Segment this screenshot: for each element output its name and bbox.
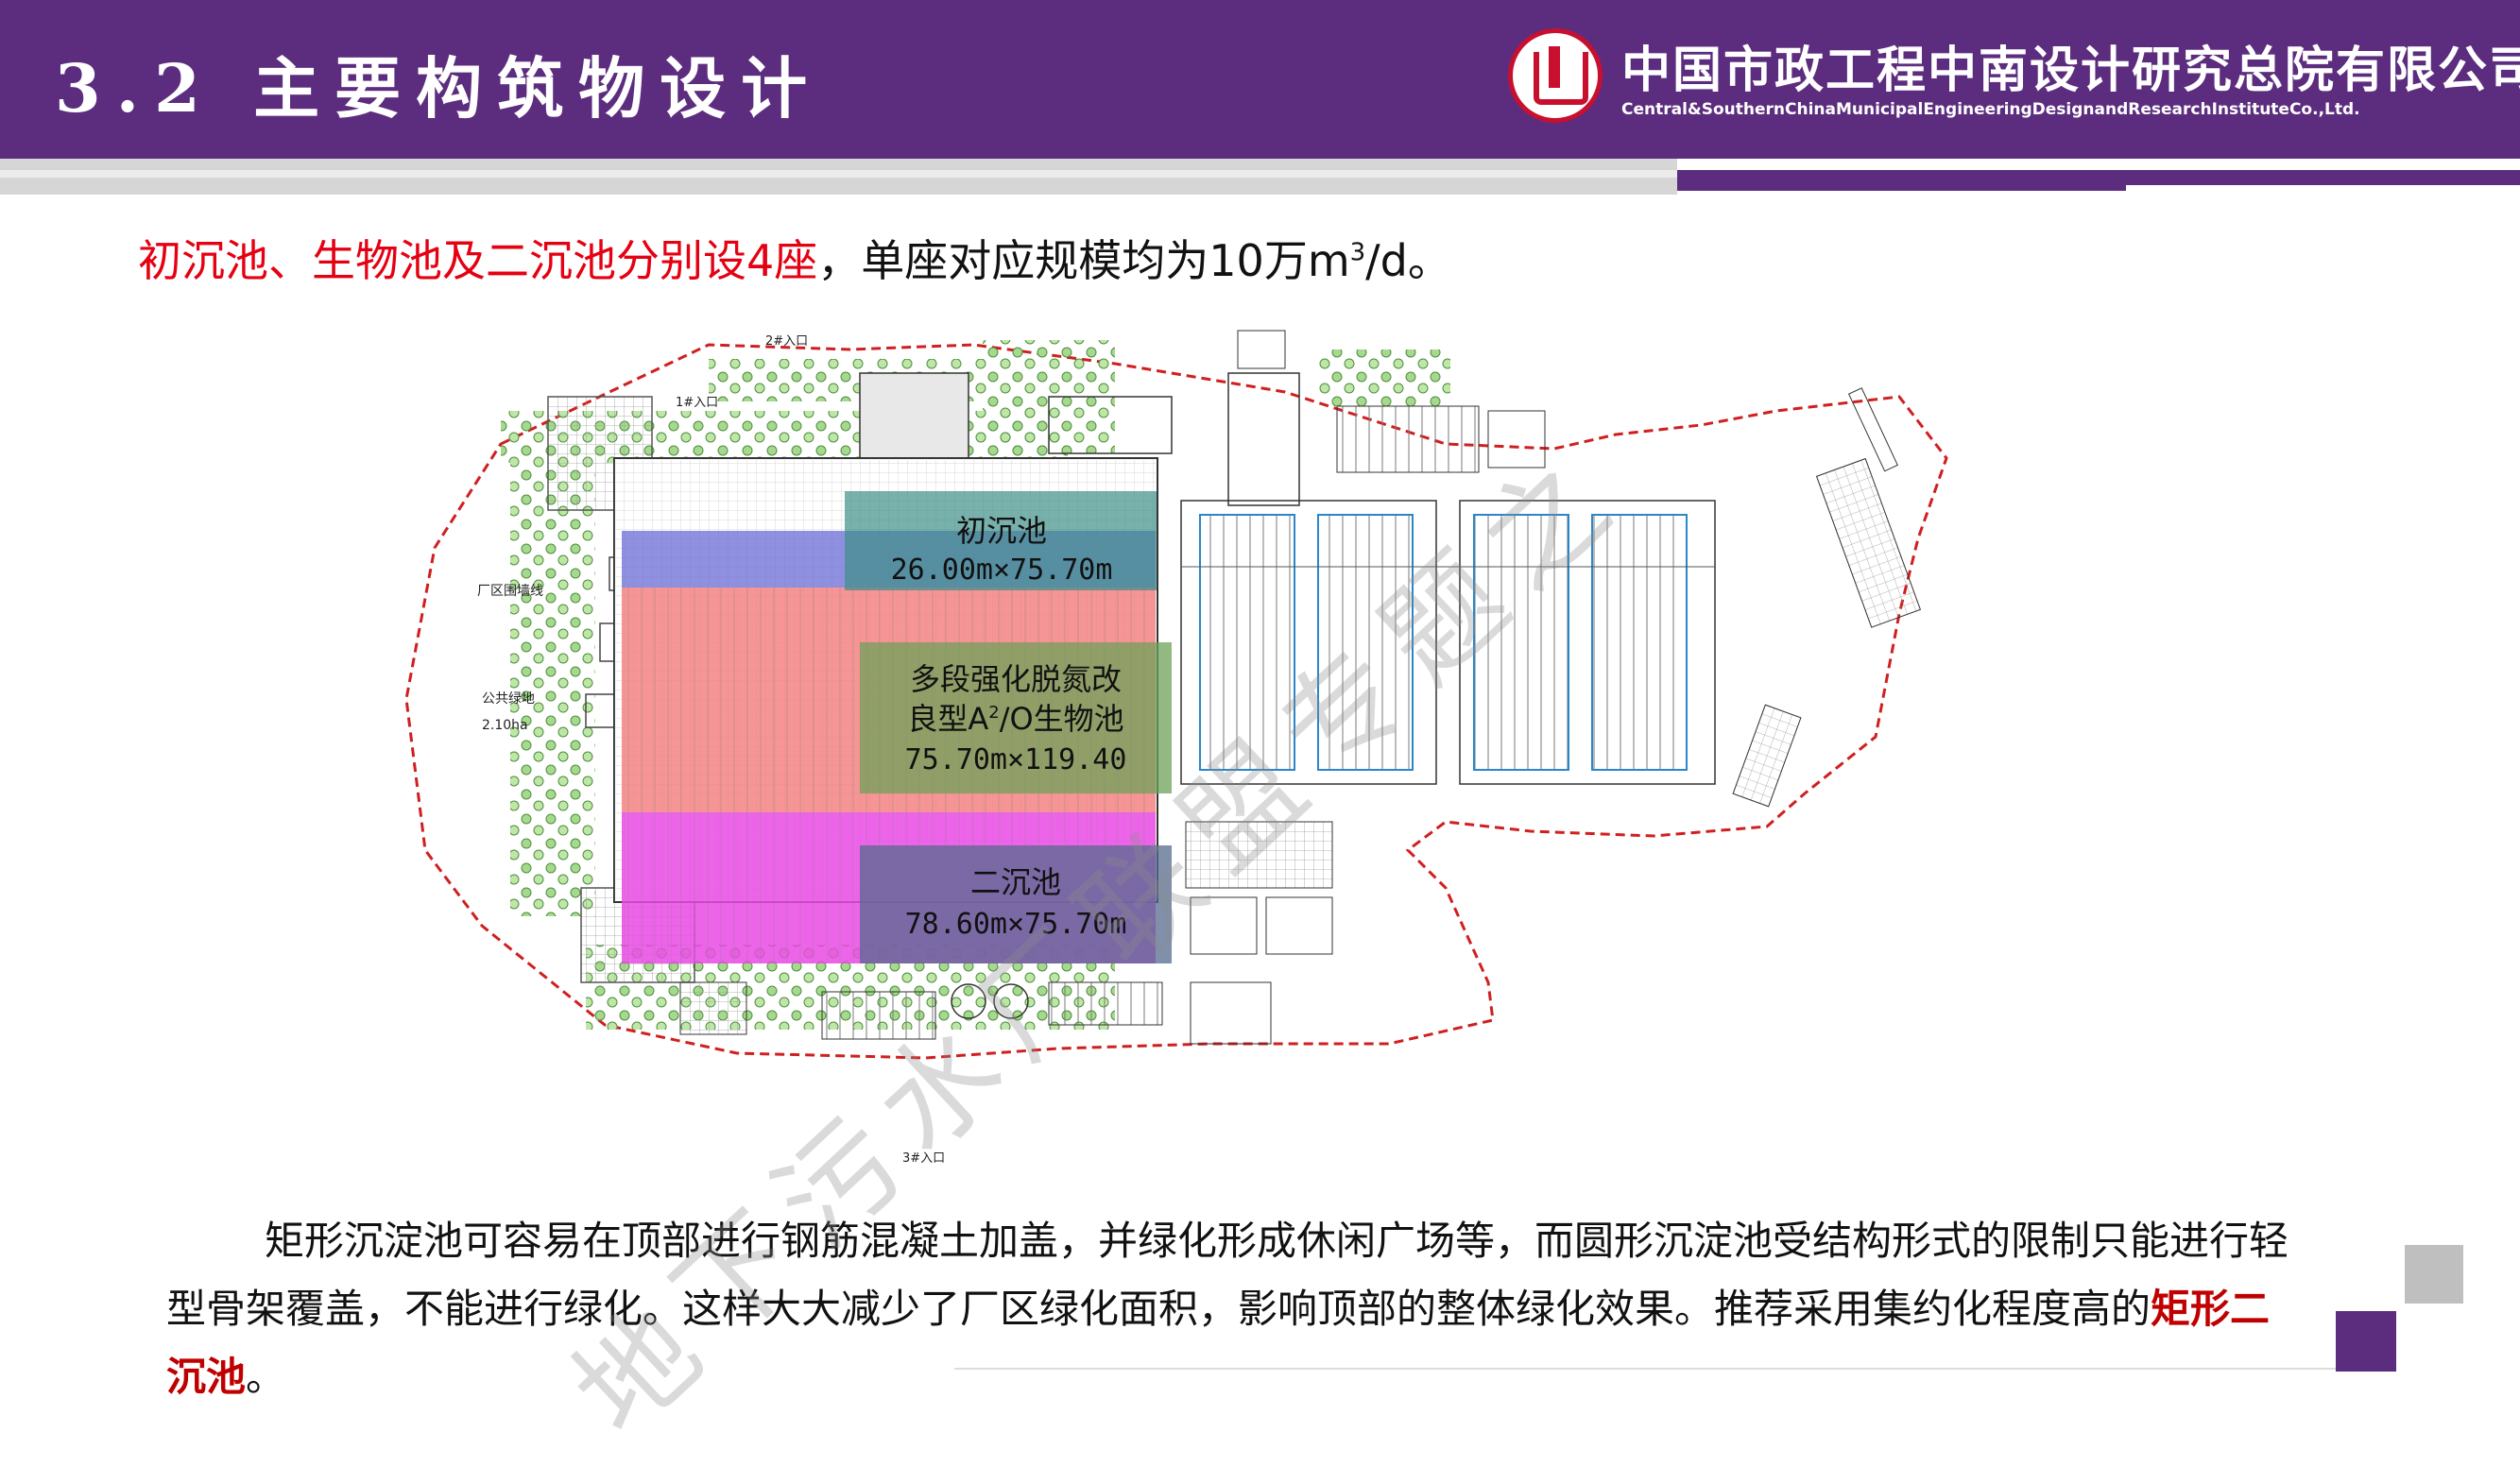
label-gate-1: 1#入口 (676, 396, 718, 410)
header-divider-light (0, 170, 1677, 178)
body-paragraph: 矩形沉淀池可容易在顶部进行钢筋混凝土加盖，并绿化形成休闲广场等，而圆形沉淀池受结… (166, 1207, 2302, 1411)
headline-red: 初沉池、生物池及二沉池分别设4座 (138, 235, 818, 286)
site-boundary (404, 343, 1948, 1060)
primary-clarifier-size: 26.00m×75.70m (891, 554, 1113, 587)
company-name-cn: 中国市政工程中南设计研究总院有限公司 (1621, 42, 2520, 99)
decor-square-gray (2405, 1245, 2463, 1304)
label-green-land: 公共绿地 (482, 691, 535, 707)
company-name-en: Central&SouthernChinaMunicipalEngineerin… (1621, 100, 2360, 119)
label-gate-2: 2#入口 (765, 334, 808, 349)
header-divider-gap (2126, 185, 2520, 195)
bio-tank-size: 75.70m×119.40 (905, 743, 1127, 776)
headline-sup: 3 (1349, 238, 1366, 267)
footer-divider (954, 1368, 2414, 1370)
decor-square-white (2396, 1311, 2462, 1372)
headline: 初沉池、生物池及二沉池分别设4座，单座对应规模均为10万m3/d。 (138, 227, 1451, 289)
secondary-clarifier-size: 78.60m×75.70m (905, 908, 1127, 941)
paragraph-end: 。 (246, 1354, 286, 1400)
site-plan-drawing: 初沉池 26.00m×75.70m 多段强化脱氮改 良型A2/O生物池 75.7… (397, 321, 2041, 1171)
decor-square-purple (2336, 1311, 2396, 1372)
headline-suffix: /d。 (1365, 235, 1451, 286)
bio-tank-line2: 良型A2/O生物池 (907, 701, 1123, 737)
primary-clarifier-name: 初沉池 (956, 513, 1047, 549)
label-gate-3: 3#入口 (902, 1151, 945, 1166)
header-bar (0, 0, 2520, 159)
page-title: 3.2 主要构筑物设计 (55, 49, 823, 128)
secondary-clarifier-name: 二沉池 (970, 864, 1061, 900)
bio-tank-line1: 多段强化脱氮改 (910, 661, 1122, 697)
company-logo-icon (1508, 28, 1603, 123)
label-plant-wall: 厂区围墙线 (477, 584, 543, 599)
paragraph-emphasis: 矩形二沉池 (166, 1286, 2271, 1400)
headline-black: ，单座对应规模均为10万m (817, 235, 1350, 286)
paragraph-text: 矩形沉淀池可容易在顶部进行钢筋混凝土加盖，并绿化形成休闲广场等，而圆形沉淀池受结… (166, 1218, 2289, 1332)
label-green-area: 2.10ha (482, 718, 528, 733)
